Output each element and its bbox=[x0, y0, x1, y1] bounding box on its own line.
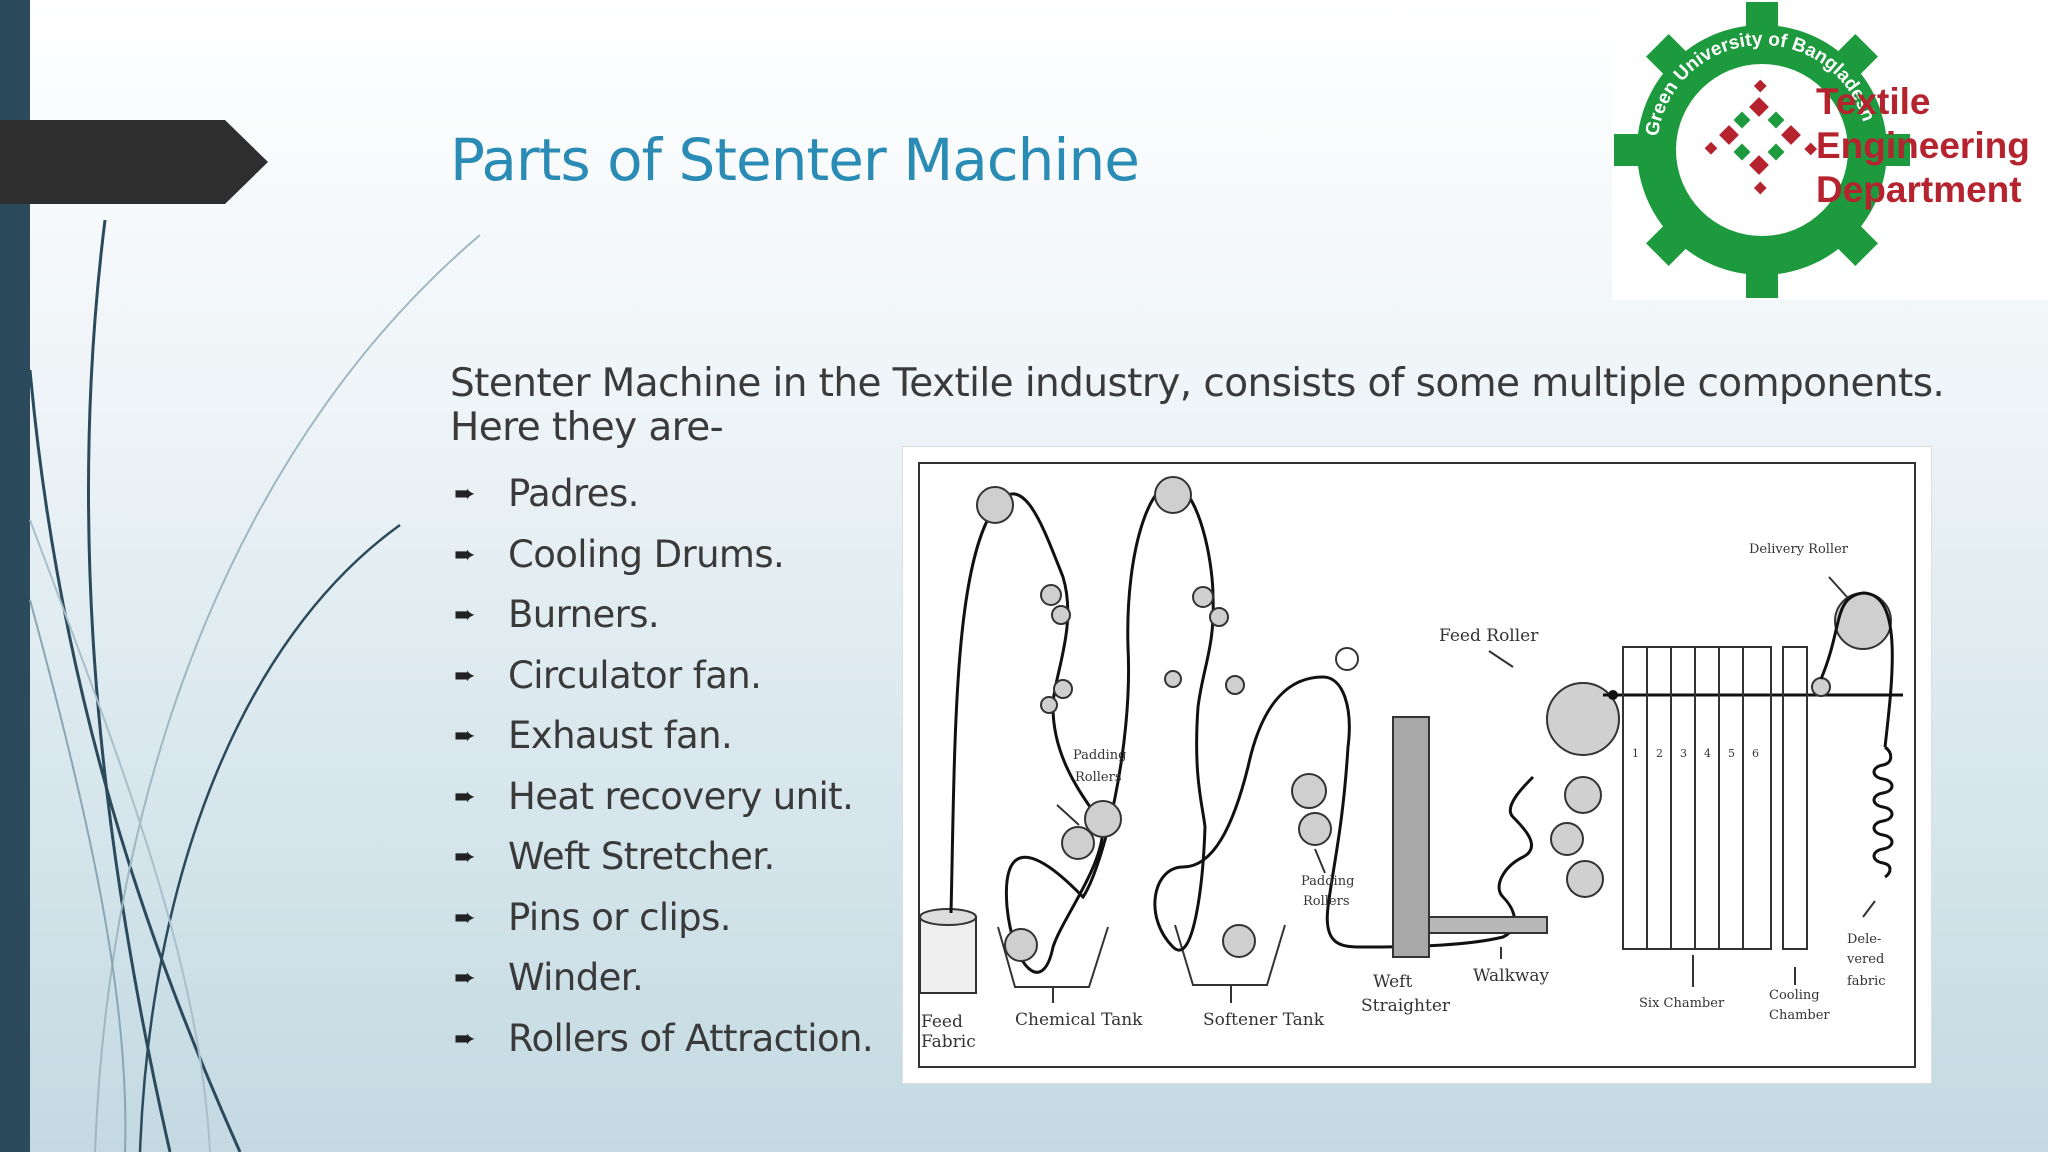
svg-text:1: 1 bbox=[1632, 747, 1639, 760]
list-item: ➨Weft Stretcher. bbox=[450, 827, 873, 888]
svg-text:Department: Department bbox=[1816, 169, 2022, 210]
svg-text:Feed: Feed bbox=[921, 1012, 963, 1032]
svg-text:Chamber: Chamber bbox=[1769, 1008, 1830, 1023]
list-item: ➨Heat recovery unit. bbox=[450, 767, 873, 828]
intro-line-2: Here they are- bbox=[450, 405, 724, 450]
delivered-fabric bbox=[1872, 745, 1894, 879]
svg-text:Padding: Padding bbox=[1301, 874, 1354, 889]
list-item: ➨Cooling Drums. bbox=[450, 525, 873, 586]
feed-roller bbox=[1546, 682, 1620, 898]
padding-rollers-a bbox=[976, 486, 1122, 962]
padding-rollers-b bbox=[1154, 476, 1332, 958]
list-item: ➨Circulator fan. bbox=[450, 646, 873, 707]
arrow-bullet-icon: ➨ bbox=[454, 1023, 476, 1054]
arrow-bullet-icon: ➨ bbox=[454, 781, 476, 812]
decorative-swooshes bbox=[28, 219, 481, 1152]
arrow-bullet-icon: ➨ bbox=[454, 479, 476, 509]
gear-icon: Green University of Bangladesh bbox=[1614, 2, 1910, 298]
arrow-bullet-icon: ➨ bbox=[454, 600, 476, 630]
svg-text:Feed Roller: Feed Roller bbox=[1439, 626, 1539, 646]
six-chamber bbox=[1622, 646, 1772, 950]
svg-text:fabric: fabric bbox=[1847, 974, 1886, 989]
svg-text:Softener Tank: Softener Tank bbox=[1203, 1010, 1325, 1030]
svg-text:3: 3 bbox=[1680, 747, 1687, 760]
svg-text:2: 2 bbox=[1656, 747, 1663, 760]
svg-text:Rollers: Rollers bbox=[1075, 770, 1122, 785]
intro-text: Stenter Machine in the Textile industry,… bbox=[450, 362, 1950, 450]
list-item: ➨Burners. bbox=[450, 585, 873, 646]
svg-text:Rollers: Rollers bbox=[1303, 894, 1350, 909]
arrow-bullet-icon: ➨ bbox=[454, 963, 476, 993]
svg-text:Textile: Textile bbox=[1816, 81, 1930, 122]
arrow-bullet-icon: ➨ bbox=[454, 539, 476, 570]
svg-text:4: 4 bbox=[1704, 747, 1711, 760]
svg-text:5: 5 bbox=[1728, 747, 1735, 760]
list-item: ➨Winder. bbox=[450, 948, 873, 1009]
intro-line-1: Stenter Machine in the Textile industry,… bbox=[450, 361, 1945, 406]
svg-text:Fabric: Fabric bbox=[921, 1032, 976, 1052]
department-logo: Green University of Bangladesh Textile bbox=[1612, 0, 2048, 300]
svg-text:Straighter: Straighter bbox=[1361, 996, 1451, 1016]
weft-straighter bbox=[1392, 716, 1430, 958]
arrow-bullet-icon: ➨ bbox=[454, 842, 476, 872]
slide-title: Parts of Stenter Machine bbox=[450, 126, 1140, 194]
arrow-bullet-icon: ➨ bbox=[454, 660, 476, 691]
arrow-bullet-icon: ➨ bbox=[454, 902, 476, 933]
svg-text:Padding: Padding bbox=[1073, 748, 1126, 763]
svg-text:Weft: Weft bbox=[1373, 972, 1412, 992]
svg-text:6: 6 bbox=[1752, 747, 1759, 760]
svg-text:Chemical Tank: Chemical Tank bbox=[1015, 1010, 1143, 1030]
walkway bbox=[1428, 916, 1548, 934]
svg-text:Six Chamber: Six Chamber bbox=[1639, 996, 1725, 1011]
diagram-arrows bbox=[1052, 576, 1876, 1003]
stenter-machine-diagram: 1 2 3 4 5 6 Feed bbox=[902, 446, 1932, 1084]
svg-text:vered: vered bbox=[1846, 952, 1884, 967]
feed-fabric-container bbox=[919, 908, 977, 994]
list-item: ➨Pins or clips. bbox=[450, 888, 873, 949]
svg-text:Walkway: Walkway bbox=[1473, 966, 1550, 986]
list-item: ➨Padres. bbox=[450, 464, 873, 525]
fabric-path bbox=[949, 482, 1535, 974]
list-item: ➨Exhaust fan. bbox=[450, 706, 873, 767]
list-item: ➨Rollers of Attraction. bbox=[450, 1009, 874, 1070]
svg-text:Delivery Roller: Delivery Roller bbox=[1749, 542, 1849, 557]
arrow-bullet-icon: ➨ bbox=[454, 721, 476, 751]
parts-list: ➨Padres. ➨Cooling Drums. ➨Burners. ➨Circ… bbox=[450, 464, 874, 1070]
svg-text:Cooling: Cooling bbox=[1769, 988, 1820, 1003]
cooling-chamber bbox=[1782, 646, 1808, 950]
delivery-roller bbox=[1834, 592, 1892, 650]
svg-text:Engineering: Engineering bbox=[1816, 125, 2030, 166]
svg-text:Dele-: Dele- bbox=[1847, 932, 1881, 947]
